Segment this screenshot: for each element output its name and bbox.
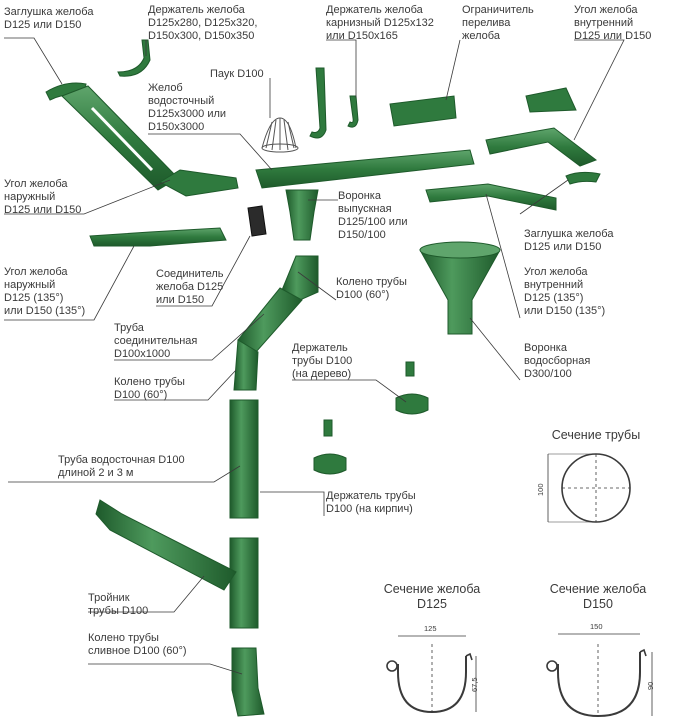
label-gutter: Желоб водосточный D125x3000 или D150x300…	[148, 82, 227, 133]
drain-elbow	[231, 647, 265, 717]
pipe-elbow-mid	[233, 339, 259, 391]
gutter-d150-height: 90	[646, 681, 655, 690]
gutter-d150-width: 150	[590, 622, 603, 631]
gutter-right	[485, 127, 598, 167]
label-cap-end-right: Заглушка желоба D125 или D150	[524, 228, 614, 253]
label-gutter-holder: Держатель желоба D125x280, D125x320, D15…	[148, 4, 258, 42]
gutter-d150-title: Сечение желоба D150	[549, 582, 647, 611]
label-inner-corner-top: Угол желоба внутренний D125 или D150	[574, 4, 652, 42]
label-inner-corner-135: Угол желоба внутренний D125 (135°) или D…	[524, 266, 606, 317]
label-spider: Паук D100	[210, 68, 264, 80]
gutter-d125-title: Сечение желоба D125	[383, 582, 481, 611]
inner-corner-top	[525, 87, 577, 113]
label-pipe-holder-brick: Держатель трубы D100 (на кирпич)	[326, 490, 416, 515]
pipe-section-drawing	[547, 453, 631, 523]
label-outer-corner: Угол желоба наружный D125 или D150	[4, 178, 82, 216]
label-drain-elbow: Колено трубы сливное D100 (60°)	[88, 632, 187, 657]
label-outlet-funnel: Воронка выпускная D125/100 или D150/100	[338, 190, 408, 241]
outer-corner-135	[89, 227, 227, 247]
parts	[45, 39, 601, 717]
gutter-d125-width: 125	[424, 624, 437, 633]
pipe-section-title: Сечение трубы	[551, 428, 641, 442]
fascia-holder	[347, 95, 359, 128]
outlet-funnel	[285, 189, 319, 241]
label-collector-funnel: Воронка водосборная D300/100	[524, 342, 591, 380]
end-cap-right	[565, 171, 601, 185]
gutter-d125-height: 67,5	[470, 677, 479, 692]
gutter-d150-section-drawing	[546, 633, 653, 718]
outer-corner	[158, 169, 239, 197]
tee-straight	[229, 537, 259, 629]
label-pipe-elbow-top: Колено трубы D100 (60°)	[336, 276, 407, 301]
pipe-section-dim: 100	[536, 483, 545, 496]
label-tee: Тройник трубы D100	[88, 592, 149, 617]
downpipe	[229, 399, 259, 519]
spider-strainer	[261, 117, 299, 153]
gutter-connector	[247, 205, 267, 237]
tee-branch	[95, 499, 237, 591]
label-connecting-pipe: Труба соединительная D100x1000	[114, 322, 198, 360]
label-overflow-limiter: Ограничитель перелива желоба	[462, 4, 534, 42]
leader-lines	[4, 37, 625, 675]
pipe-holder-brick	[313, 453, 347, 475]
label-pipe-elbow-mid: Колено трубы D100 (60°)	[114, 376, 185, 401]
label-fascia-holder: Держатель желоба карнизный D125x132 или …	[326, 4, 434, 42]
overflow-limiter	[389, 95, 457, 127]
gutter-d125-section-drawing	[386, 635, 477, 714]
gutter-horizontal	[255, 149, 475, 189]
gutter-holder-hook	[117, 39, 151, 77]
label-outer-corner-135: Угол желоба наружный D125 (135°) или D15…	[4, 266, 86, 317]
label-downpipe: Труба водосточная D100 длиной 2 и 3 м	[58, 454, 185, 479]
label-gutter-connector: Соединитель желоба D125 или D150	[156, 268, 224, 306]
pipe-elbow-top	[281, 255, 319, 301]
label-cap-end: Заглушка желоба D125 или D150	[4, 6, 94, 31]
pipe-holder-wood	[395, 393, 429, 415]
inner-corner-135	[425, 183, 557, 211]
label-pipe-holder-wood: Держатель трубы D100 (на дерево)	[292, 342, 353, 380]
gutter-holder-vertical	[309, 67, 327, 139]
